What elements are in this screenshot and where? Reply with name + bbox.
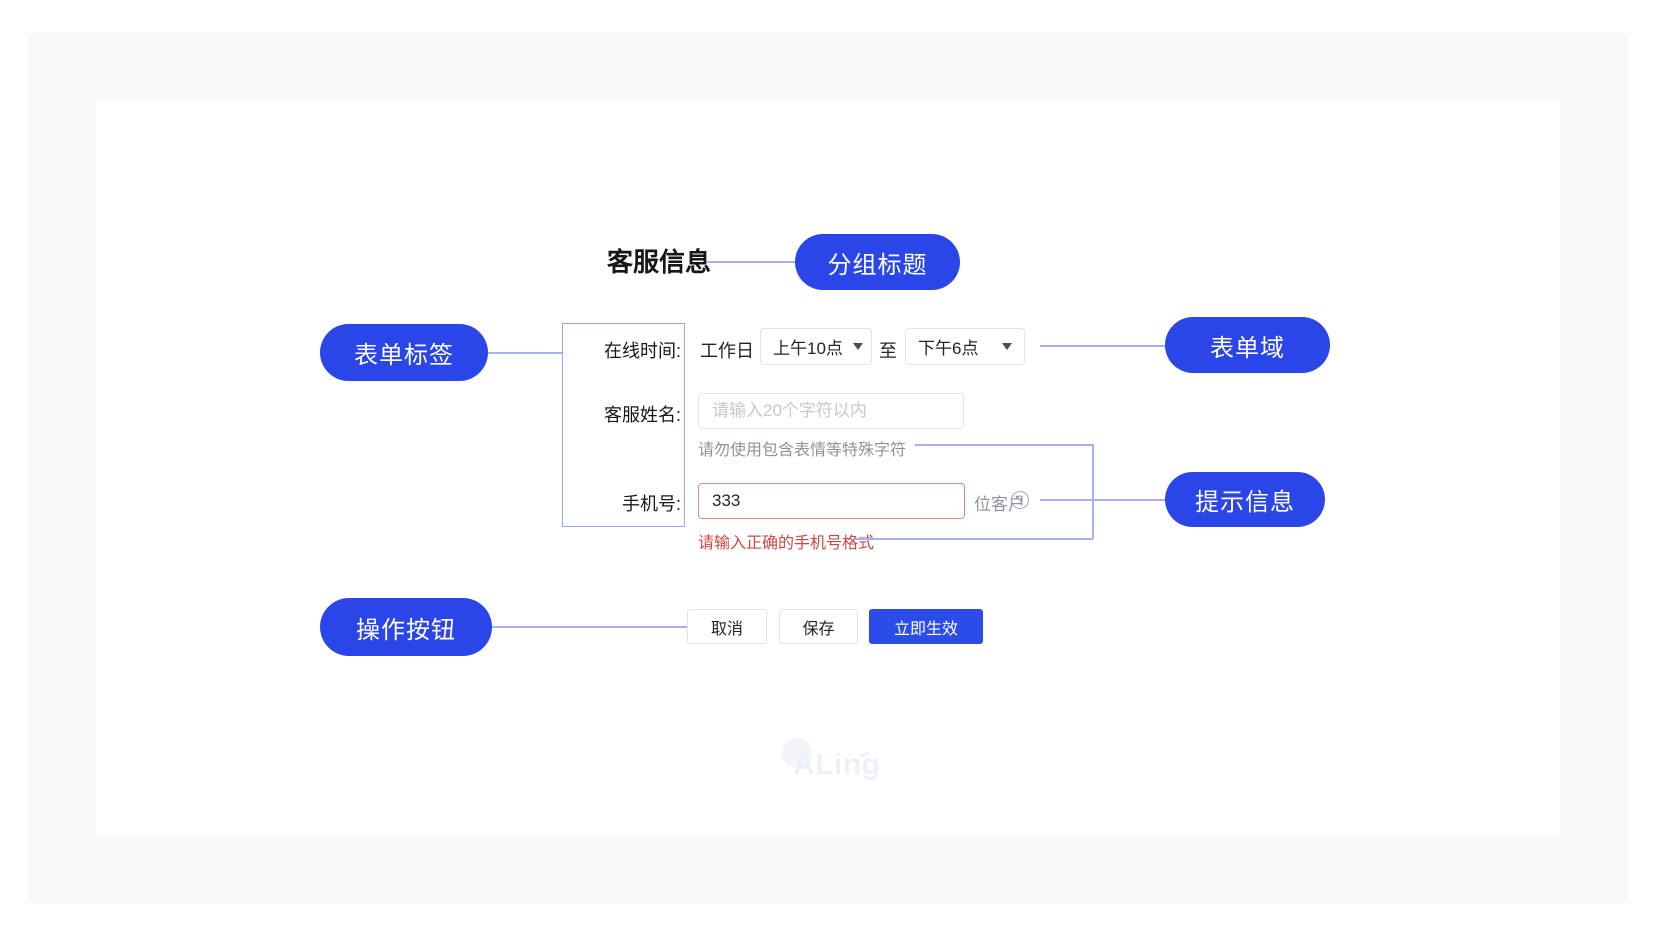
- to-text: 至: [879, 341, 897, 361]
- connector-line-form-label: [488, 352, 562, 354]
- watermark-circle: [782, 738, 812, 768]
- online-time-label: 在线时间:: [603, 341, 681, 361]
- agent-name-helper-text: 请勿使用包含表情等特殊字符: [698, 442, 907, 459]
- annotation-pill-label: 操作按钮: [356, 616, 456, 644]
- save-button[interactable]: 保存: [779, 609, 858, 644]
- annotation-pill-group-title: 分组标题: [795, 234, 960, 290]
- phone-error-text: 请输入正确的手机号格式: [698, 535, 875, 552]
- start-time-select[interactable]: 上午10点: [760, 328, 872, 365]
- annotation-pill-label: 表单域: [1210, 334, 1285, 362]
- annotation-pill-label: 分组标题: [827, 251, 928, 279]
- connector-line-hint: [1040, 499, 1165, 501]
- annotation-pill-hint: 提示信息: [1165, 472, 1325, 527]
- form-group-title: 客服信息: [607, 247, 712, 277]
- end-time-select[interactable]: 下午6点: [905, 328, 1025, 365]
- apply-button[interactable]: 立即生效: [869, 609, 983, 644]
- form-labels-bracket: [562, 323, 685, 527]
- hint-bracket-vertical-line: [1092, 444, 1094, 539]
- connector-line-form-field: [1040, 345, 1165, 347]
- annotation-pill-actions: 操作按钮: [320, 598, 492, 656]
- start-time-value: 上午10点: [773, 339, 843, 358]
- hint-bracket-bottom-line: [855, 538, 1093, 540]
- help-icon[interactable]: ?: [1011, 491, 1029, 509]
- annotation-pill-label: 提示信息: [1195, 489, 1295, 516]
- agent-name-input[interactable]: [698, 393, 964, 429]
- annotation-pill-form-label: 表单标签: [320, 324, 488, 381]
- chevron-down-icon: [852, 343, 863, 350]
- connector-line-group-title: [707, 261, 795, 263]
- connector-line-actions: [492, 626, 687, 628]
- workday-text: 工作日: [700, 341, 754, 361]
- cancel-button[interactable]: 取消: [687, 609, 767, 644]
- agent-name-label: 客服姓名:: [603, 405, 681, 425]
- annotation-pill-label: 表单标签: [354, 342, 454, 369]
- hint-bracket-top-line: [915, 444, 1093, 446]
- end-time-value: 下午6点: [918, 339, 979, 358]
- content-card: [95, 101, 1561, 834]
- chevron-down-icon: [1002, 343, 1012, 350]
- phone-label: 手机号:: [621, 494, 681, 514]
- annotation-pill-form-field: 表单域: [1165, 317, 1330, 373]
- phone-input[interactable]: [698, 483, 965, 519]
